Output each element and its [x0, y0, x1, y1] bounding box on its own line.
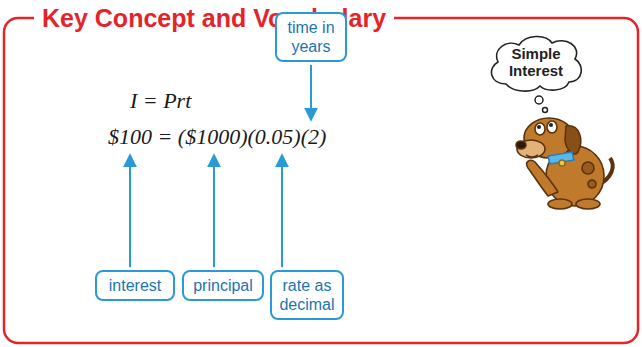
thought-bubble: Simple Interest — [486, 32, 586, 92]
callout-text: principal — [190, 276, 256, 295]
thought-dot — [535, 96, 543, 104]
dog-eye — [535, 123, 545, 135]
dog-mouth — [526, 155, 538, 157]
dog-body — [546, 146, 604, 206]
dog-foot — [548, 199, 572, 209]
callout-box: time in years — [275, 12, 347, 62]
thought-dot — [543, 108, 548, 113]
dog-tag — [559, 160, 565, 166]
dog-pupil — [549, 123, 553, 127]
leader-arrow — [129, 156, 131, 267]
callout-text: interest — [103, 276, 167, 295]
dog-spot — [588, 180, 596, 188]
dog-snout — [517, 140, 545, 158]
cloud-shape — [491, 36, 581, 91]
leader-arrow — [213, 156, 215, 267]
dog-eye — [547, 121, 557, 133]
dog-ear — [565, 126, 581, 154]
bubble-text: Simple Interest — [500, 45, 572, 79]
leader-arrow — [310, 65, 312, 119]
callout-box: interest — [95, 270, 175, 301]
leader-arrow — [281, 156, 283, 267]
callout-text: time in years — [283, 18, 339, 56]
dog-pupil — [537, 125, 541, 129]
dog-spot — [582, 162, 594, 174]
callout-box: rate as decimal — [270, 270, 344, 320]
dog-nose — [516, 141, 526, 149]
formula-text: I = Prt — [130, 88, 191, 114]
formula-text: $100 = ($1000)(0.05)(2) — [108, 124, 326, 150]
dog-foot — [576, 199, 600, 209]
callout-box: principal — [182, 270, 264, 301]
concept-frame — [4, 18, 638, 343]
dog-paw — [527, 160, 558, 196]
callout-text: rate as decimal — [278, 276, 336, 314]
